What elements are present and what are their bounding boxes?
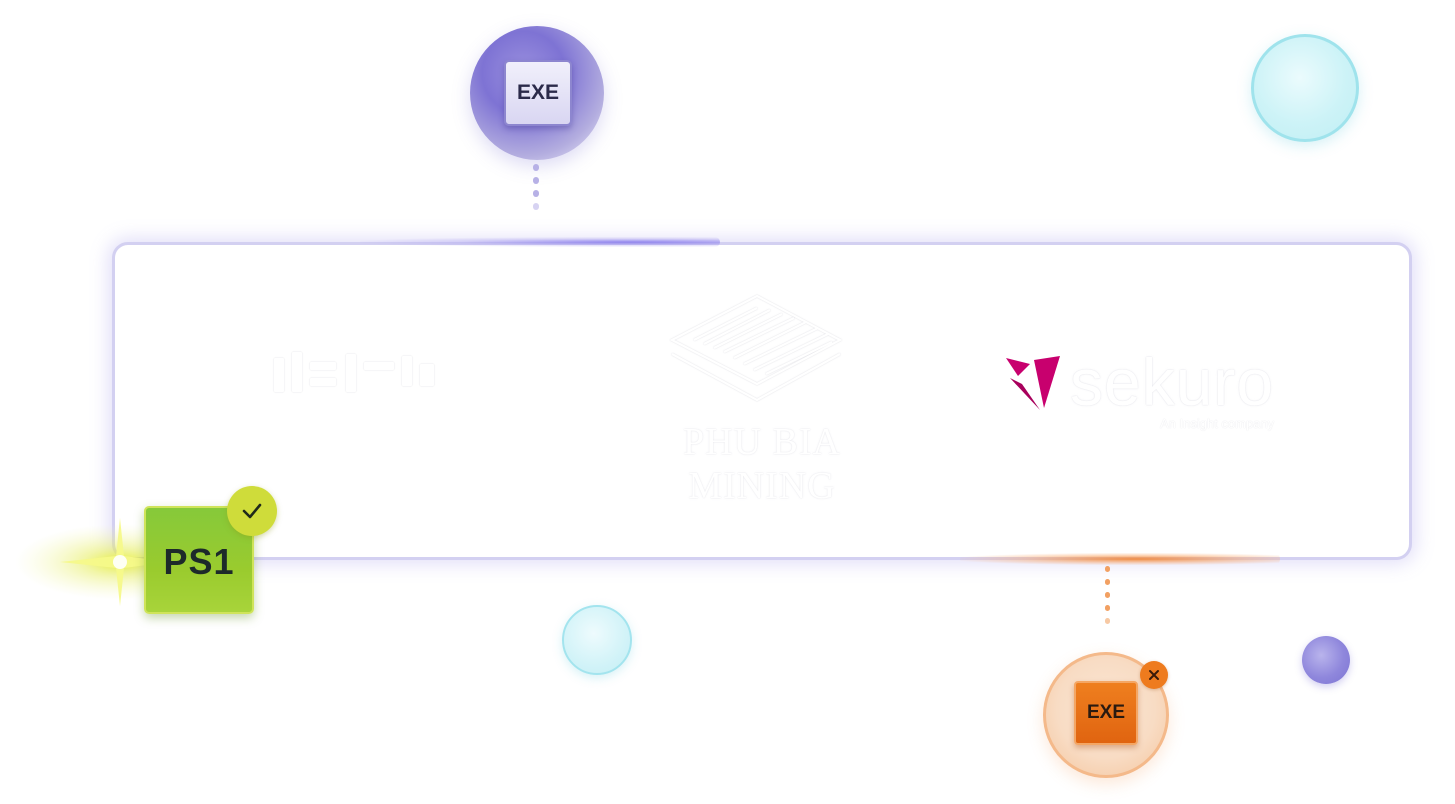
exe-file-tile-bottom: EXE [1074, 681, 1138, 745]
blocked-badge [1140, 661, 1168, 689]
connector-dots-top [532, 164, 540, 216]
phu-bia-mining-wordmark: PHU BIA MINING [683, 421, 841, 507]
phu-bia-mining-emblem-icon [669, 294, 843, 402]
exe-file-tile-top: EXE [504, 60, 572, 126]
sekuro-logo: sekuro An Insight company [1004, 345, 1324, 440]
exe-file-label-bottom: EXE [1086, 702, 1126, 723]
decorative-purple-bubble [1302, 636, 1350, 684]
card-glow-bottom [960, 553, 1280, 565]
exe-file-label-top: EXE [516, 81, 560, 104]
check-icon [242, 503, 262, 519]
sekuro-mark-icon [1006, 356, 1060, 410]
card-glow-top [360, 237, 720, 247]
sekuro-wordmark: sekuro [1070, 345, 1275, 419]
decorative-cyan-bubble-small [562, 605, 632, 675]
close-icon [1149, 670, 1159, 680]
phu-bia-mining-logo: PHU BIA MINING [612, 292, 912, 507]
logo-card [112, 242, 1412, 560]
sekuro-tagline: An Insight company [1160, 416, 1275, 431]
allowed-badge [227, 486, 277, 536]
decorative-cyan-bubble [1251, 34, 1359, 142]
partner-logo [274, 352, 434, 392]
ps1-file-label: PS1 [163, 541, 235, 582]
connector-dots-bottom [1103, 566, 1111, 642]
